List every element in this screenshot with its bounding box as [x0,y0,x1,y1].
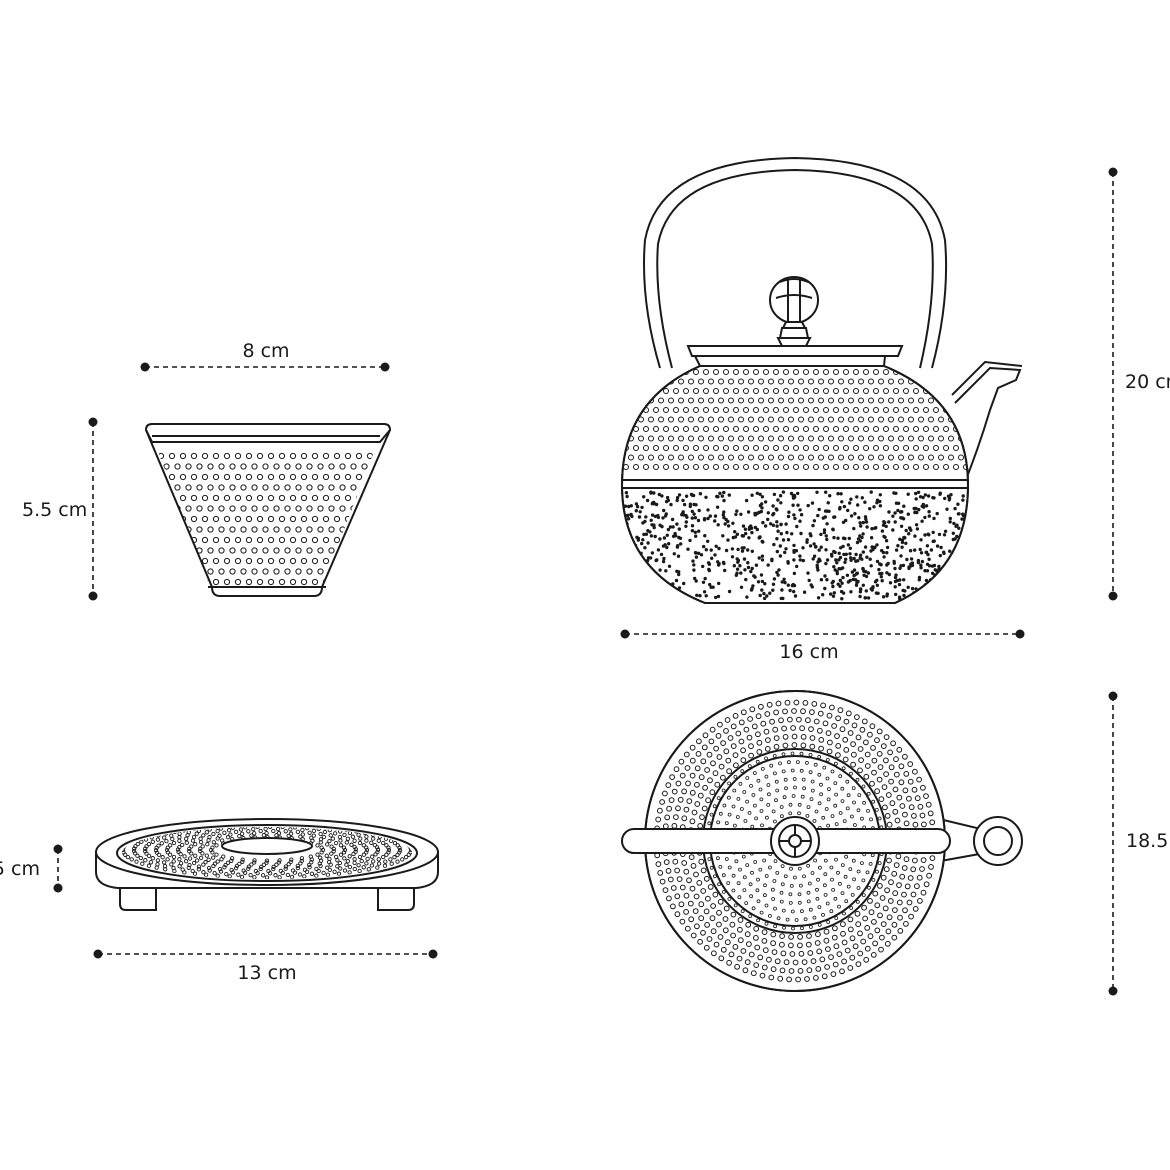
trivet-width-dimension [93,949,438,959]
cup-height-dimension [88,417,98,601]
trivet-width-label: 13 cm [237,962,296,984]
cup-width-label: 8 cm [242,340,289,362]
teapot-width-label: 16 cm [779,641,838,663]
dimension-lines [53,167,1118,996]
trivet-height-dimension [53,844,63,893]
trivet-height-label: 2.5 cm [0,858,40,880]
cup-width-dimension [140,362,390,372]
teapot-height-dimension [1108,167,1118,601]
teapot-top-depth-label: 18.5 cm [1126,830,1170,852]
teacup-illustration [144,423,392,597]
cup-height-label: 5.5 cm [22,499,87,521]
teapot-width-dimension [620,629,1025,639]
trivet-illustration [95,818,439,911]
teapot-top-illustration [621,690,1023,992]
dimension-labels: 8 cm 5.5 cm 16 cm 20 cm 2.5 cm 13 cm 18.… [0,340,1170,984]
teapot-side-illustration [620,156,1023,604]
teapot-height-label: 20 cm [1125,371,1170,393]
teapot-top-depth-dimension [1108,691,1118,996]
